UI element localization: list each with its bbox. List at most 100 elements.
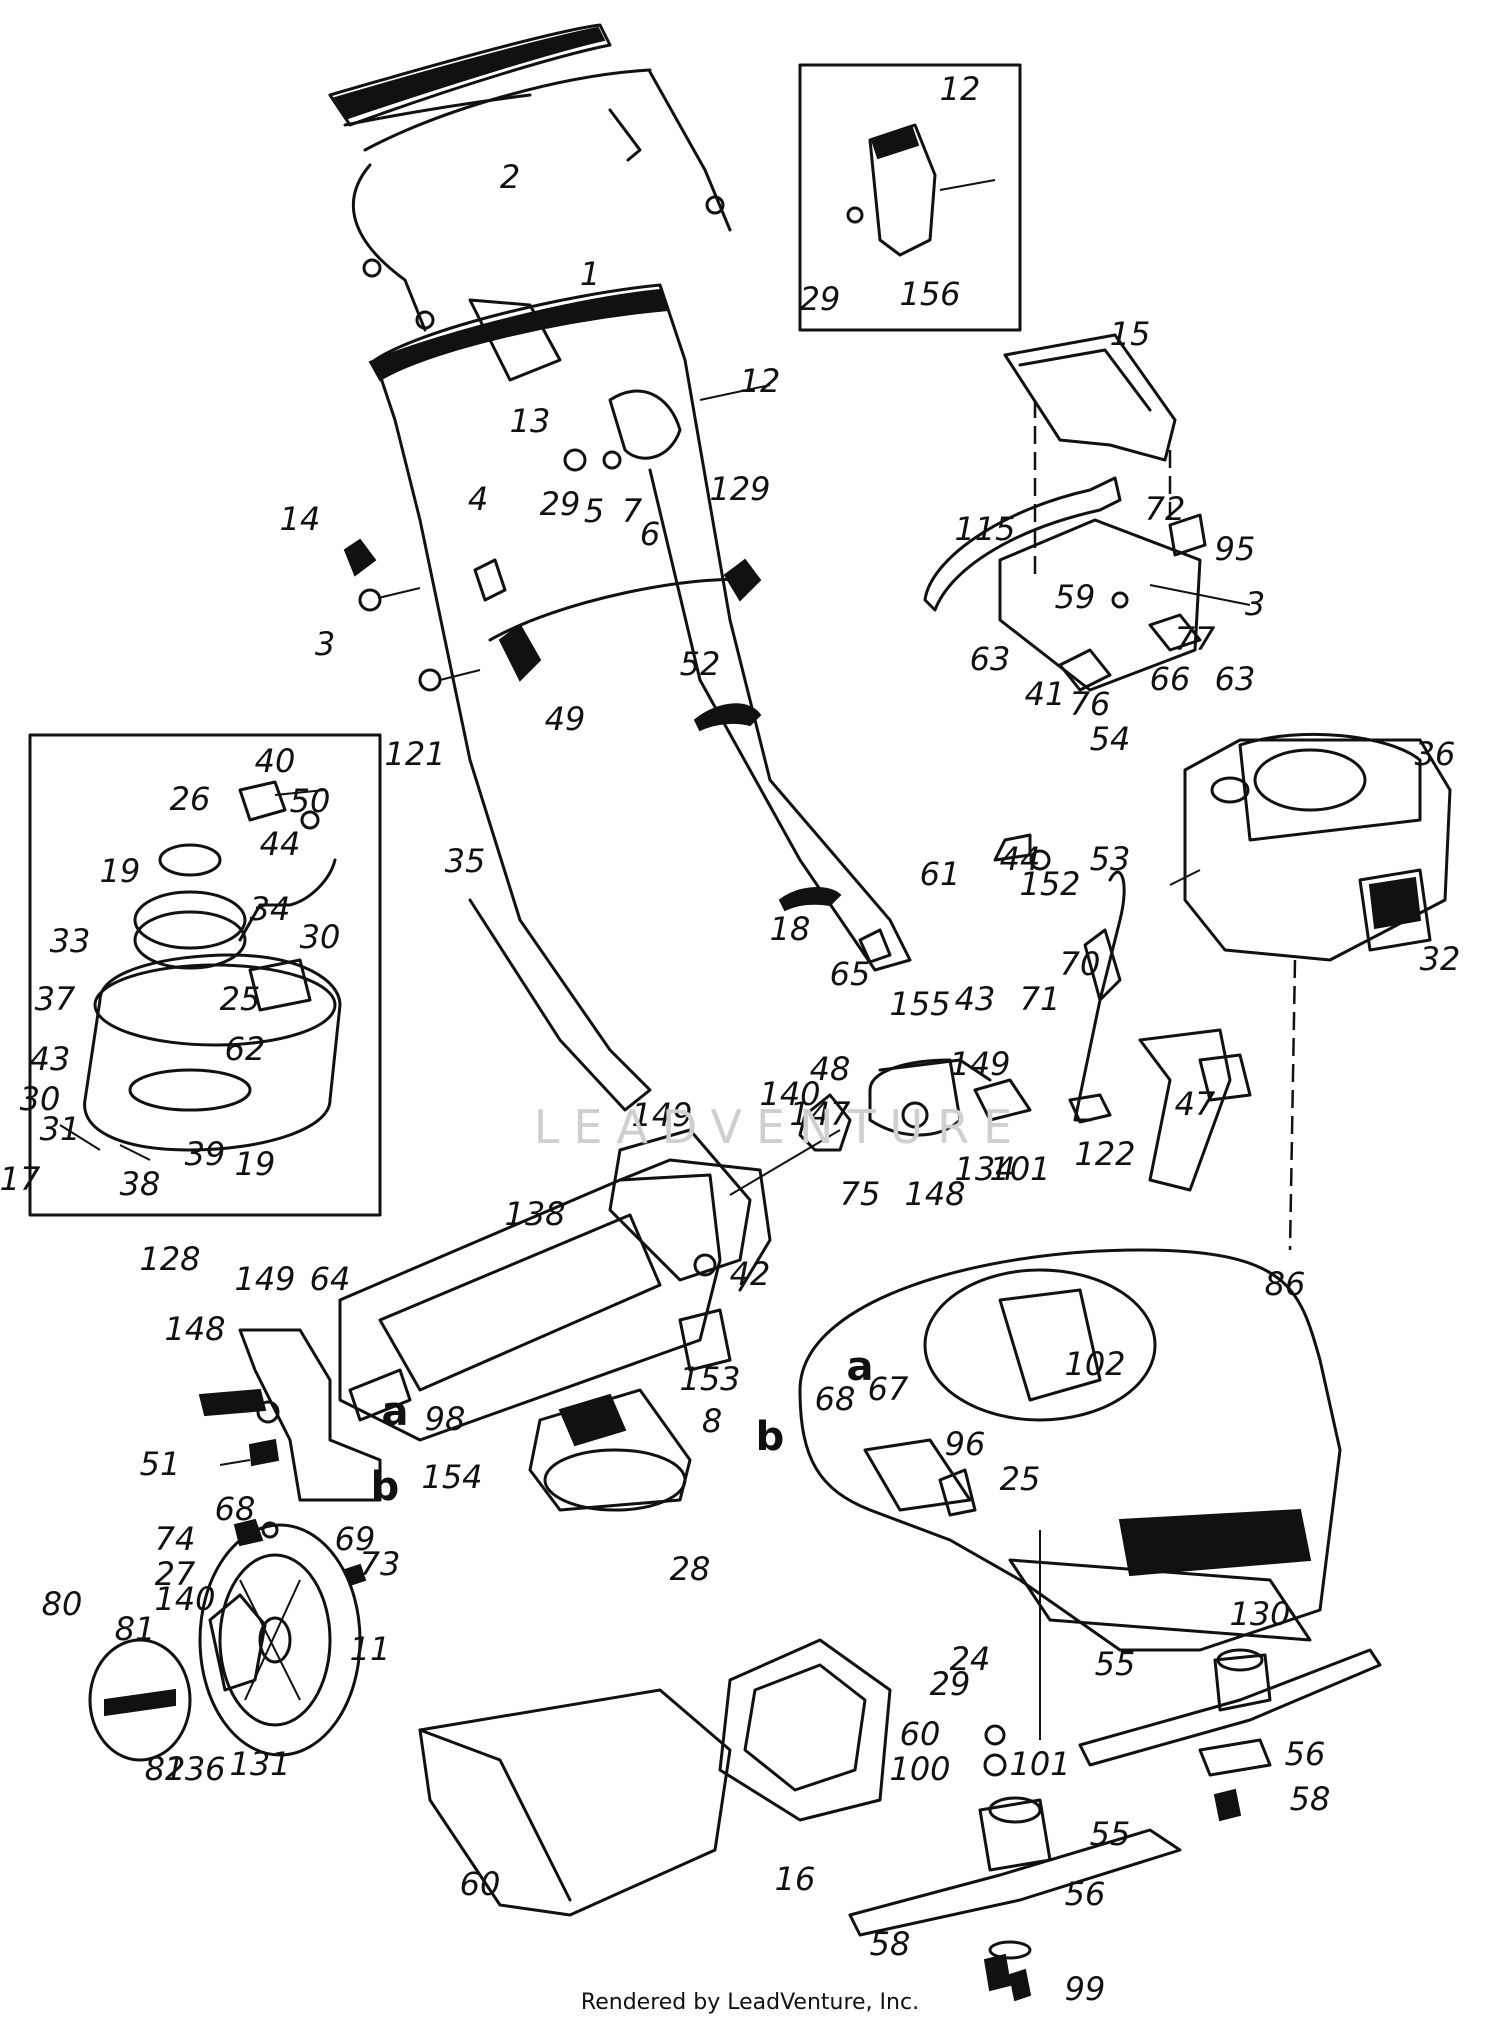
callout-140: 140 — [759, 1075, 820, 1113]
callout-147: 147 — [789, 1095, 851, 1133]
callout-148: 148 — [164, 1310, 225, 1348]
callout-44: 44 — [260, 825, 301, 863]
callout-55: 55 — [1095, 1645, 1136, 1683]
callout-16: 16 — [775, 1860, 816, 1898]
height-adjuster — [198, 1328, 382, 1587]
callout-62: 62 — [225, 1030, 266, 1068]
callout-58: 58 — [870, 1925, 911, 1963]
callout-25: 25 — [220, 980, 261, 1018]
callout-138: 138 — [504, 1195, 565, 1233]
callout-17: 17 — [0, 1160, 41, 1198]
callout-7: 7 — [622, 492, 643, 530]
callout-58: 58 — [1290, 1780, 1331, 1818]
callout-148: 148 — [904, 1175, 965, 1213]
upper-handle — [328, 23, 732, 332]
watermark-text: LEADVENTURE — [533, 1100, 1027, 1154]
reference-letter-a: a — [847, 1344, 874, 1390]
callout-152: 152 — [1019, 865, 1080, 903]
blade-upper — [1078, 1648, 1382, 1822]
callout-99: 99 — [1065, 1970, 1106, 2008]
callout-13: 13 — [510, 402, 551, 440]
callout-63: 63 — [1215, 660, 1256, 698]
callout-36: 36 — [1415, 735, 1456, 773]
callout-76: 76 — [1070, 685, 1111, 723]
callout-30: 30 — [300, 918, 341, 956]
callout-86: 86 — [1265, 1265, 1306, 1303]
callout-115: 115 — [954, 510, 1015, 548]
callout-65: 65 — [830, 955, 871, 993]
callout-98: 98 — [425, 1400, 466, 1438]
callout-4: 4 — [468, 480, 488, 518]
callout-140: 140 — [154, 1580, 215, 1618]
callout-122: 122 — [1074, 1135, 1135, 1173]
callout-40: 40 — [255, 742, 296, 780]
callout-69: 69 — [335, 1520, 376, 1558]
reference-letter-b: b — [756, 1414, 785, 1460]
callout-95: 95 — [1215, 530, 1256, 568]
callout-75: 75 — [840, 1175, 881, 1213]
callout-149: 149 — [234, 1260, 295, 1298]
blade-lower — [848, 1724, 1182, 2002]
callout-100: 100 — [889, 1750, 950, 1788]
callout-101: 101 — [1009, 1745, 1070, 1783]
callout-25: 25 — [1000, 1460, 1041, 1498]
callout-26: 26 — [170, 780, 211, 818]
callout-51: 51 — [140, 1445, 181, 1483]
callout-32: 32 — [1420, 940, 1461, 978]
callout-130: 130 — [1229, 1595, 1290, 1633]
drive-inset-parts — [59, 780, 342, 1161]
callout-14: 14 — [280, 500, 321, 538]
callout-80: 80 — [42, 1585, 83, 1623]
callout-29: 29 — [930, 1665, 971, 1703]
callout-54: 54 — [1090, 720, 1131, 758]
callout-48: 48 — [810, 1050, 851, 1088]
engine — [1169, 732, 1452, 1251]
reference-letter-a: a — [382, 1389, 409, 1435]
callout-121: 121 — [384, 735, 445, 773]
callout-12: 12 — [740, 362, 781, 400]
callout-44: 44 — [1000, 840, 1041, 878]
callout-149: 149 — [949, 1045, 1010, 1083]
callout-59: 59 — [1055, 578, 1096, 616]
callout-15: 15 — [1110, 315, 1151, 353]
mower-deck — [798, 1248, 1342, 1740]
callout-61: 61 — [920, 855, 961, 893]
callout-77: 77 — [1175, 620, 1216, 658]
callout-73: 73 — [360, 1545, 401, 1583]
callout-24: 24 — [950, 1640, 991, 1678]
callout-101: 101 — [989, 1150, 1050, 1188]
callout-11: 11 — [350, 1630, 391, 1668]
callout-63: 63 — [970, 640, 1011, 678]
callout-1: 1 — [580, 255, 600, 293]
callout-82: 82 — [145, 1750, 186, 1788]
callout-19: 19 — [100, 852, 141, 890]
callout-47: 47 — [1175, 1085, 1216, 1123]
callout-6: 6 — [640, 515, 660, 553]
transmission-assembly — [608, 833, 1252, 1282]
callout-131: 131 — [229, 1745, 290, 1783]
callout-134: 134 — [954, 1150, 1015, 1188]
callout-71: 71 — [1020, 980, 1061, 1018]
callout-70: 70 — [1060, 945, 1101, 983]
callout-155: 155 — [889, 985, 950, 1023]
callout-67: 67 — [868, 1370, 909, 1408]
callout-29: 29 — [540, 485, 581, 523]
callout-153: 153 — [679, 1360, 740, 1398]
callout-8: 8 — [702, 1402, 722, 1440]
inset-box-drive — [28, 733, 382, 1217]
callout-129: 129 — [709, 470, 770, 508]
callout-96: 96 — [945, 1425, 986, 1463]
callout-68: 68 — [815, 1380, 856, 1418]
callout-19: 19 — [235, 1145, 276, 1183]
callout-41: 41 — [1025, 675, 1066, 713]
callout-68: 68 — [215, 1490, 256, 1528]
callout-35: 35 — [445, 842, 486, 880]
callout-29: 29 — [800, 280, 841, 318]
callout-72: 72 — [1145, 490, 1186, 528]
callout-102: 102 — [1064, 1345, 1125, 1383]
callout-136: 136 — [164, 1750, 225, 1788]
